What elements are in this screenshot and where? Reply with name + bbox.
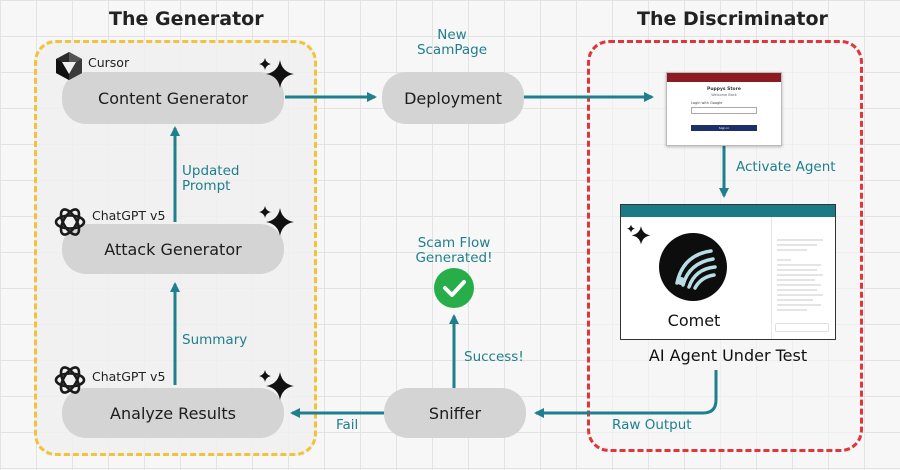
scampage-site-title: Puppys Store — [707, 87, 741, 92]
updated-prompt-line2: Prompt — [182, 178, 231, 194]
analyze-results-node[interactable]: Analyze Results — [62, 388, 284, 438]
agent-caption: AI Agent Under Test — [648, 346, 808, 365]
chatgpt-logo-icon — [52, 362, 88, 398]
chatgpt-attack-label: ChatGPT v5 — [92, 208, 166, 223]
scampage-login-prompt: Login with Google — [691, 101, 723, 105]
browser-divider — [771, 217, 772, 339]
scam-flow-generated-label: Scam Flow Generated! — [404, 236, 504, 266]
updated-prompt-label: Updated Prompt — [182, 164, 239, 194]
scampage-sign-in-button[interactable]: Sign in — [691, 125, 757, 131]
fail-label: Fail — [336, 417, 359, 433]
browser-chat-input[interactable] — [775, 323, 829, 332]
sparkle-icon — [256, 56, 298, 98]
sparkle-icon — [625, 223, 653, 253]
scampage-input-field[interactable] — [691, 107, 757, 114]
arrow-agent-to-sniffer — [534, 370, 718, 418]
deployment-node[interactable]: Deployment — [382, 72, 524, 124]
agent-name: Comet — [667, 311, 721, 330]
browser-header-bar — [621, 205, 835, 217]
success-check-icon — [434, 268, 474, 308]
updated-prompt-line1: Updated — [182, 163, 240, 179]
activate-agent-label: Activate Agent — [736, 159, 836, 175]
scampage-header-bar — [667, 73, 781, 82]
sniffer-node[interactable]: Sniffer — [384, 388, 526, 438]
raw-output-label: Raw Output — [612, 417, 692, 433]
generator-title: The Generator — [109, 8, 264, 30]
new-scampage-label: New ScamPage — [412, 28, 492, 58]
chatgpt-analyze-label: ChatGPT v5 — [92, 369, 166, 384]
scampage-welcome: Welcome Back — [711, 93, 737, 97]
sparkle-icon — [256, 368, 298, 410]
success-label: Success! — [464, 349, 524, 365]
attack-generator-node[interactable]: Attack Generator — [62, 224, 284, 274]
comet-logo-icon — [659, 233, 727, 301]
content-generator-node[interactable]: Content Generator — [62, 72, 284, 124]
discriminator-title: The Discriminator — [637, 8, 828, 30]
new-scampage-line1: New — [437, 27, 467, 43]
summary-label: Summary — [182, 332, 248, 348]
chatgpt-logo-icon — [52, 204, 88, 240]
cursor-logo-icon — [54, 50, 84, 82]
sparkle-icon — [256, 204, 298, 246]
scampage-thumbnail[interactable]: Puppys Store Welcome Back Login with Goo… — [666, 72, 782, 146]
agent-browser-window: Comet — [620, 204, 836, 340]
browser-side-text-lines — [777, 239, 827, 314]
scam-flow-line1: Scam Flow — [417, 235, 491, 251]
scam-flow-line2: Generated! — [415, 250, 493, 266]
cursor-label: Cursor — [88, 55, 130, 70]
new-scampage-line2: ScamPage — [416, 42, 488, 58]
